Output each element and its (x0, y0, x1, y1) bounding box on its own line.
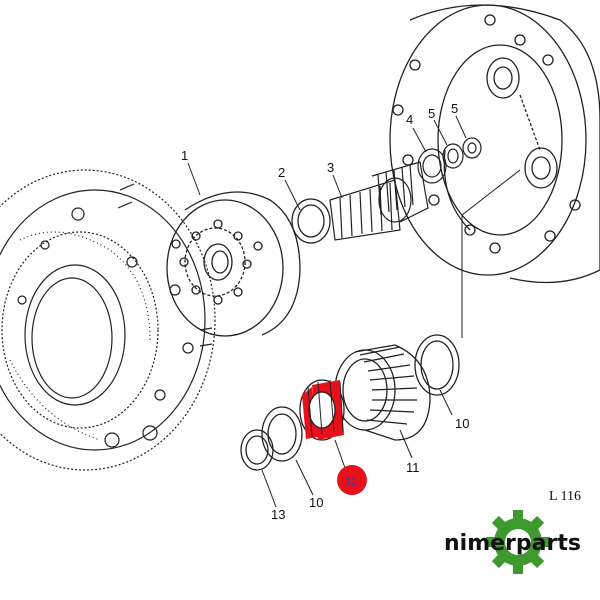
nimerparts-logo: nimerparts (444, 510, 581, 574)
callout-5b: 5 (451, 101, 458, 116)
sun-gear-shaft (329, 161, 429, 241)
planet-bearing-highlighted (299, 379, 345, 441)
callout-11: 11 (406, 460, 420, 475)
callout-1: 1 (181, 148, 188, 163)
callout-4: 4 (406, 112, 413, 127)
callout-5a: 5 (428, 106, 435, 121)
hub-flange (0, 169, 216, 471)
callout-2: 2 (278, 165, 285, 180)
callout-12-marker (337, 465, 367, 495)
drawing-reference: L 116 (549, 489, 581, 504)
thrust-ring (291, 198, 331, 244)
callout-3: 3 (327, 160, 334, 175)
callout-12: 12 (345, 474, 357, 488)
snap-ring-right (414, 334, 460, 396)
small-rings (417, 137, 482, 184)
axle-housing (389, 4, 600, 284)
callout-10-left: 10 (309, 495, 323, 510)
callout-13: 13 (271, 507, 285, 522)
snap-ring-13 (240, 429, 274, 471)
brand-name: nimerparts (444, 531, 581, 556)
thrust-washer-left (261, 406, 303, 462)
callout-10-right: 10 (455, 416, 469, 431)
gear-icon (486, 510, 550, 574)
planet-carrier (166, 191, 301, 337)
leader-lines (187, 115, 521, 508)
